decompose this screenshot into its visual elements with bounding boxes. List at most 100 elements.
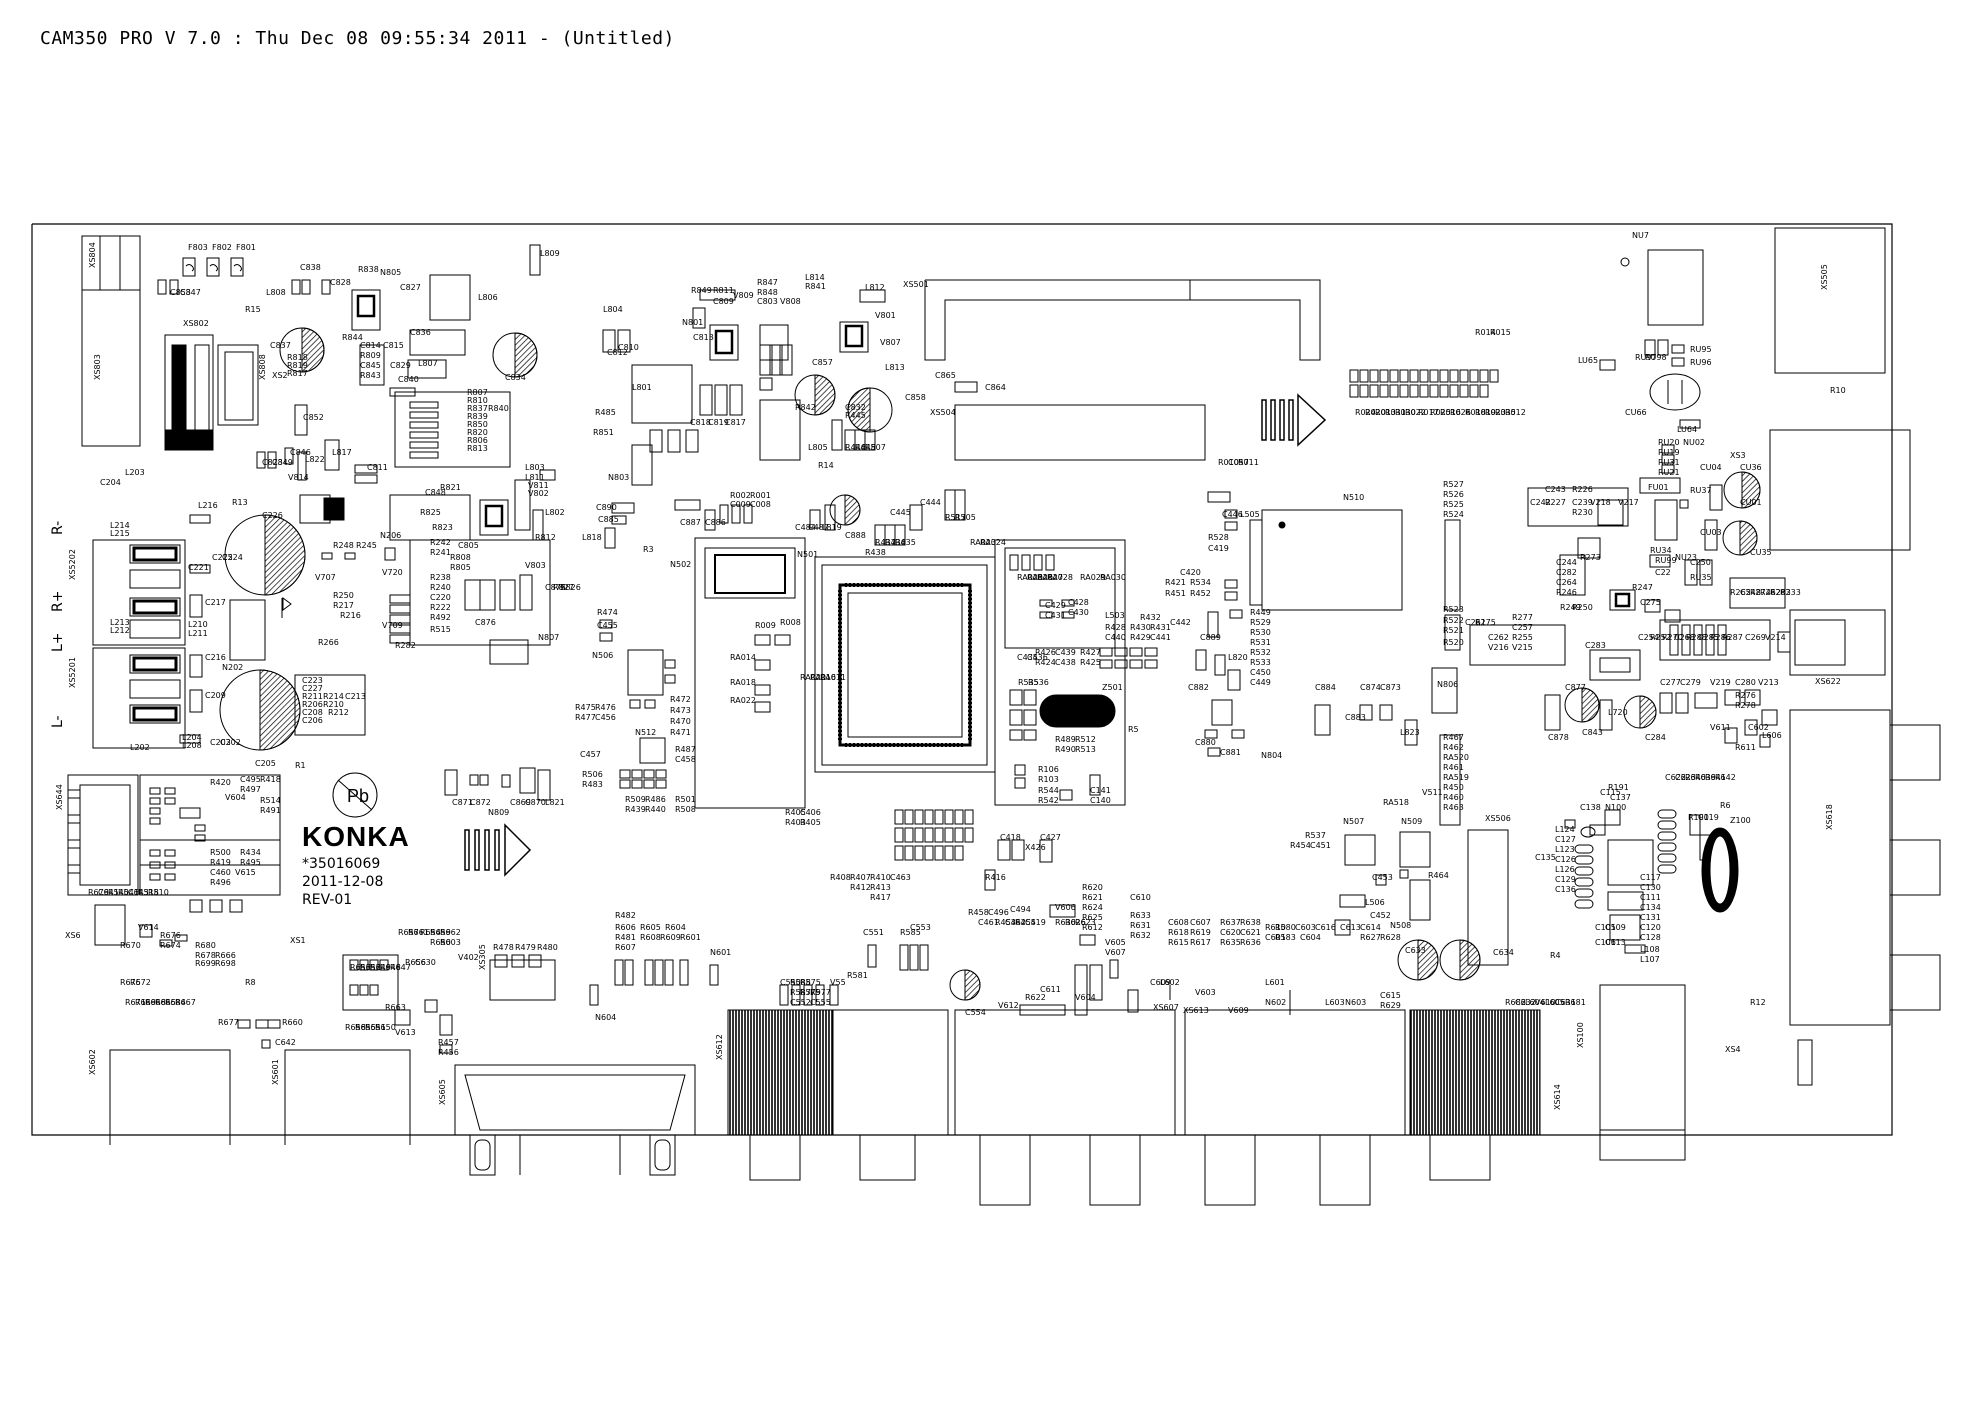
component-label-r288: R288	[1686, 633, 1707, 642]
ic-label-n807: N807	[538, 633, 559, 642]
component-label-c621: C621	[1240, 928, 1261, 937]
connector-xs506	[1467, 829, 1509, 966]
component-label-c250: C250	[1690, 558, 1711, 567]
fuse-f803	[182, 257, 196, 277]
component-label-r226: R226	[1572, 485, 1593, 494]
component-label-l604: L604	[1525, 998, 1545, 1007]
component-label-c849: C849	[272, 458, 293, 467]
component-label-r482: R482	[615, 911, 636, 920]
component-label-c805: C805	[458, 541, 479, 550]
component-label-ru95: RU95	[1690, 345, 1712, 354]
component-label-r495: R495	[240, 858, 261, 867]
component-label-c138: C138	[1580, 803, 1601, 812]
component-label-l107: L107	[1640, 955, 1660, 964]
component-label-r287: R287	[1722, 633, 1743, 642]
component-label-r577: R577	[810, 988, 831, 997]
component-label-v215: V215	[1512, 643, 1533, 652]
component-label-r583: R583	[1275, 933, 1296, 942]
component-label-r408: R408	[830, 873, 851, 882]
component-label-c462: C462	[1005, 918, 1026, 927]
board-outline	[31, 223, 1893, 1136]
component-label-r476: R476	[595, 703, 616, 712]
component-label-r505: R505	[955, 513, 976, 522]
component-label-r467: R467	[1443, 733, 1464, 742]
component-label-r460: R460	[1443, 793, 1464, 802]
component-label-r653: R653	[350, 963, 371, 972]
connector-label-xs305: XS305	[478, 944, 487, 970]
component-label-r480: R480	[537, 943, 558, 952]
component-label-r647: R647	[390, 963, 411, 972]
component-label-r848: R848	[757, 288, 778, 297]
component-label-r820: R820	[467, 428, 488, 437]
component-label-r429: R429	[1130, 633, 1151, 642]
component-label-c829: C829	[390, 361, 411, 370]
connector-xs614	[1409, 1009, 1541, 1136]
connector-label-xs1: XS1	[290, 936, 306, 945]
component-label-ru98: RU98	[1645, 353, 1667, 362]
component-label-r276: R276	[1735, 691, 1756, 700]
component-label-r603: R603	[440, 938, 461, 947]
component-label-c875: C875	[545, 583, 566, 592]
component-label-r601: R601	[680, 933, 701, 942]
connector-xs644	[67, 774, 139, 896]
component-label-r416: R416	[985, 873, 1006, 882]
component-label-r610: R610	[1265, 923, 1286, 932]
component-label-c009: C009	[730, 500, 751, 509]
component-label-r462: R462	[1443, 743, 1464, 752]
component-label-ra016: RA016	[810, 673, 836, 682]
component-label-c420: C420	[1180, 568, 1201, 577]
component-label-r435: R435	[895, 538, 916, 547]
component-label-r445: R445	[845, 411, 866, 420]
component-label-r501: R501	[675, 795, 696, 804]
component-label-l803: L803	[525, 463, 545, 472]
component-label-r492: R492	[430, 613, 451, 622]
component-label-c441: C441	[1150, 633, 1171, 642]
component-label-c631: C631	[1555, 998, 1576, 1007]
component-label-c280: C280	[1735, 678, 1756, 687]
component-label-r608: R608	[640, 933, 661, 942]
component-label-ru97: RU97	[1635, 353, 1657, 362]
component-label-v605: V605	[1105, 938, 1126, 947]
component-label-c601: C601	[1265, 933, 1286, 942]
component-label-r001: R001	[750, 491, 771, 500]
component-label-r273: R273	[1580, 553, 1601, 562]
component-label-r496: R496	[210, 878, 231, 887]
component-label-c869: C869	[510, 798, 531, 807]
component-label-l214: L214	[110, 521, 130, 530]
component-label-r478: R478	[493, 943, 514, 952]
component-label-c837: C837	[270, 341, 291, 350]
component-label-r668: R668	[145, 998, 166, 1007]
component-label-c810: C810	[618, 343, 639, 352]
component-label-r541: R541	[118, 888, 139, 897]
component-label-c610: C610	[1130, 893, 1151, 902]
component-label-v55: V55	[830, 978, 846, 987]
connector-label-xs100: XS100	[1576, 1022, 1585, 1048]
component-label-c283: C283	[1585, 641, 1606, 650]
component-label-r011: R011	[1238, 458, 1259, 467]
component-label-c203: C203	[210, 738, 231, 747]
component-label-f801: F801	[236, 243, 256, 252]
component-label-c442: C442	[1170, 618, 1191, 627]
component-label-r14: R14	[818, 461, 834, 470]
component-label-l124: L124	[1555, 825, 1575, 834]
component-label-r533: R533	[1250, 658, 1271, 667]
component-label-c109: C109	[1605, 923, 1626, 932]
component-label-c460: C460	[210, 868, 231, 877]
component-label-c285: C285	[1698, 633, 1719, 642]
component-label-c880: C880	[1195, 738, 1216, 747]
component-label-ra519: RA519	[1443, 773, 1469, 782]
component-label-l203: L203	[125, 468, 145, 477]
component-label-r609: R609	[660, 933, 681, 942]
component-label-r455: R455	[1015, 918, 1036, 927]
component-label-r418: R418	[260, 775, 281, 784]
component-label-r627: R627	[1360, 933, 1381, 942]
component-label-r286: R286	[1710, 633, 1731, 642]
component-label-r850: R850	[467, 420, 488, 429]
component-label-r489: R489	[1055, 735, 1076, 744]
component-label-r456: R456	[438, 1048, 459, 1057]
component-label-v613: V613	[395, 1028, 416, 1037]
component-label-c494: C494	[1010, 905, 1031, 914]
component-label-r249: R249	[1560, 603, 1581, 612]
connector-xs612	[727, 1009, 834, 1136]
component-label-l215: L215	[110, 529, 130, 538]
